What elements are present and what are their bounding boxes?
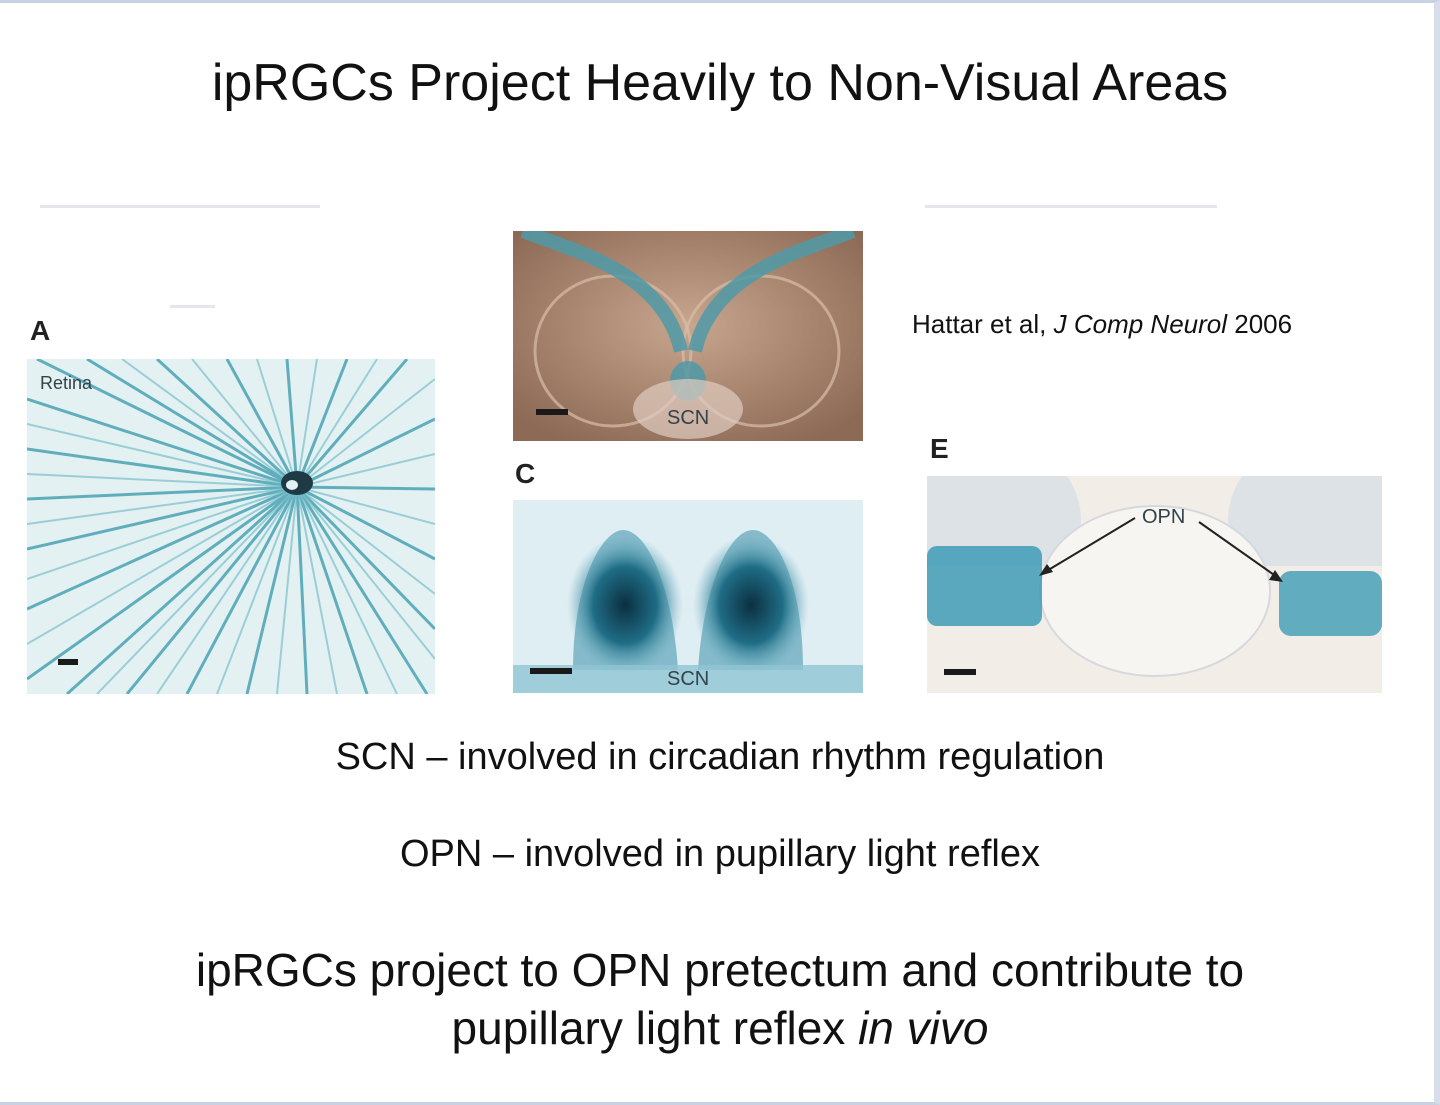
scale-bar	[536, 409, 568, 415]
conclusion-line-2: pupillary light reflex in vivo	[0, 999, 1440, 1057]
panel-c-label: SCN	[667, 668, 710, 690]
panel-a-label: Retina	[40, 373, 93, 393]
panel-c-scn-image	[513, 500, 863, 693]
caption-scn: SCN – involved in circadian rhythm regul…	[335, 736, 1105, 778]
citation-year: 2006	[1227, 309, 1293, 339]
scale-bar	[530, 668, 572, 674]
crop-artifact	[170, 305, 215, 308]
citation-journal: J Comp Neurol	[1053, 309, 1228, 339]
panel-c-letter: C	[515, 458, 536, 489]
crop-artifact	[925, 205, 1217, 208]
caption-opn: OPN – involved in pupillary light reflex	[400, 833, 1040, 875]
panel-e-opn-image	[927, 476, 1382, 693]
scale-bar	[944, 669, 976, 675]
panel-a-retina-image	[27, 359, 435, 694]
conclusion-line-2-text: pupillary light reflex	[451, 1002, 859, 1054]
conclusion-line-1: ipRGCs project to OPN pretectum and cont…	[195, 944, 1245, 996]
citation-authors: Hattar et al,	[912, 309, 1054, 339]
panel-b-label: SCN	[667, 407, 710, 429]
slide-title: ipRGCs Project Heavily to Non-Visual Are…	[211, 54, 1229, 112]
panel-e-letter: E	[930, 433, 949, 464]
conclusion: ipRGCs project to OPN pretectum and cont…	[0, 941, 1440, 1057]
panel-b-scn-image	[513, 231, 863, 441]
scale-bar	[58, 659, 78, 665]
citation: Hattar et al, J Comp Neurol 2006	[912, 309, 1292, 340]
conclusion-line-2-italic: in vivo	[858, 1002, 989, 1054]
panel-e-label: OPN	[1142, 506, 1186, 528]
panel-a-letter: A	[30, 315, 51, 346]
crop-artifact	[40, 205, 320, 208]
